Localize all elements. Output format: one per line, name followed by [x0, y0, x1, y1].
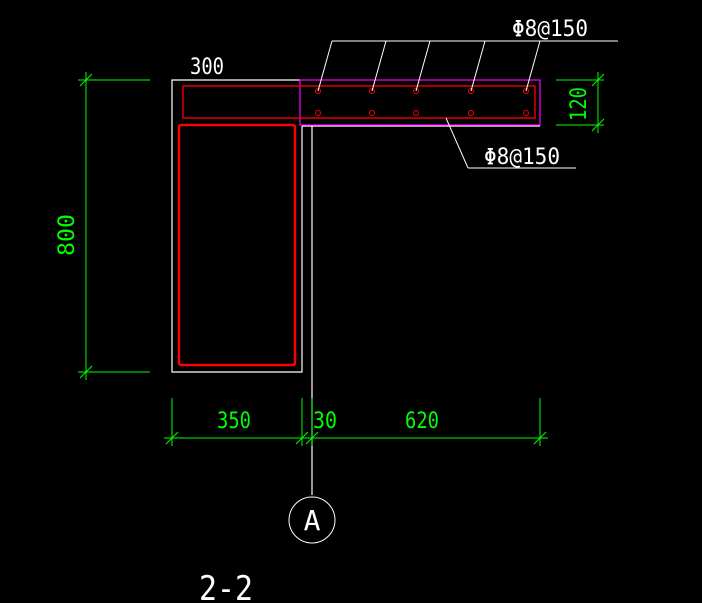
leader-top-5 — [525, 40, 541, 92]
rebar-top-2 — [369, 88, 375, 94]
bottom-rebar-callout: Φ8@150 — [484, 145, 560, 170]
rebar-bot-1 — [315, 110, 321, 116]
rebar-bot-2 — [369, 110, 375, 116]
dim-800-tick-top — [79, 73, 93, 87]
leader-top-2 — [371, 40, 387, 92]
dim-bottom-tick-3 — [305, 431, 319, 445]
slab-outline — [299, 79, 541, 126]
leader-top-4 — [470, 40, 486, 92]
top-width-label: 300 — [190, 55, 224, 80]
rebar-top-5 — [523, 88, 529, 94]
leaders — [288, 40, 618, 544]
top-rebar-callout: Φ8@150 — [512, 17, 588, 42]
dim-right-label: 620 — [405, 409, 439, 434]
stirrups — [177, 85, 536, 367]
dimensions — [78, 72, 605, 446]
rebar-bot-3 — [413, 110, 419, 116]
dim-bottom-tick-2 — [295, 431, 309, 445]
axis-bubble — [288, 496, 336, 544]
slab-rect — [299, 79, 541, 126]
section-title: 2-2 — [199, 569, 253, 603]
rebar-bot-4 — [468, 110, 474, 116]
leader-top-1 — [317, 40, 333, 92]
dim-left-label: 350 — [217, 409, 251, 434]
rebar-top-1 — [315, 88, 321, 94]
dim-120-tick-top — [591, 73, 605, 87]
slab-thickness-label: 120 — [567, 87, 592, 121]
leader-top-3 — [415, 40, 431, 92]
dim-mid-label: 30 — [313, 409, 337, 434]
beam-stirrup — [177, 123, 297, 367]
rebar-dots — [315, 88, 529, 116]
beam-outline — [171, 79, 303, 373]
rebar-top-4 — [468, 88, 474, 94]
dim-bottom-tick-4 — [533, 431, 547, 445]
rebar-top-3 — [413, 88, 419, 94]
axis-label: A — [304, 504, 321, 537]
dim-800-tick-bot — [79, 365, 93, 379]
rebar-bot-5 — [523, 110, 529, 116]
dim-120-tick-bot — [591, 118, 605, 132]
dim-bottom-tick-1 — [165, 431, 179, 445]
slab-rebar-outline — [182, 85, 536, 119]
leader-bottom — [445, 117, 469, 169]
height-label: 800 — [55, 214, 80, 256]
